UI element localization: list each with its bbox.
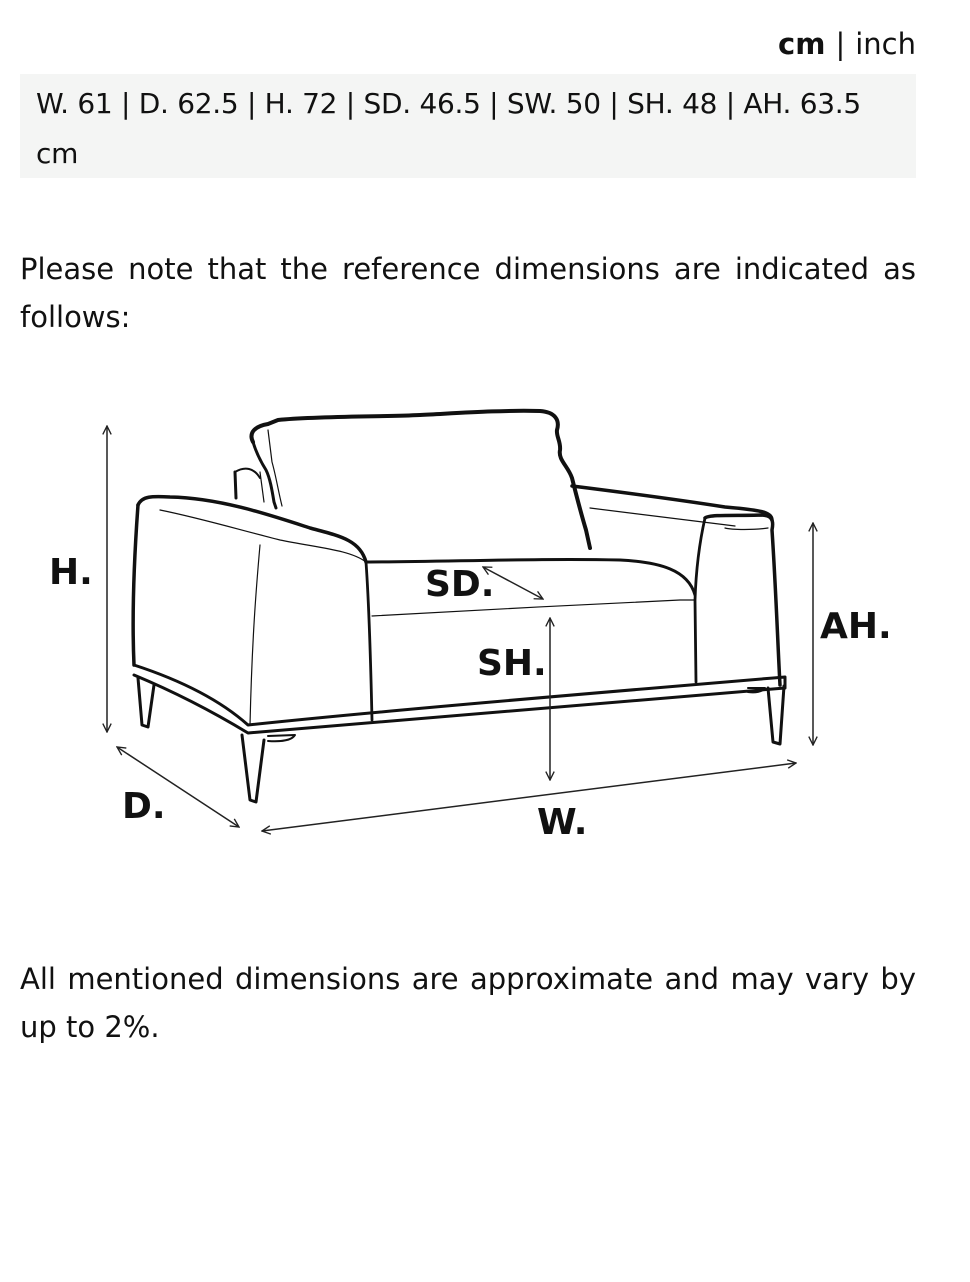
depth-arrow (117, 747, 239, 827)
unit-cm-option[interactable]: cm (778, 27, 826, 61)
label-seat-depth: SD. (425, 564, 495, 605)
dimensions-text: W. 61 | D. 62.5 | H. 72 | SD. 46.5 | SW.… (36, 87, 861, 170)
seat-depth-arrow (483, 567, 543, 599)
label-depth: D. (122, 786, 166, 827)
approximation-note: All mentioned dimensions are approximate… (20, 962, 916, 1044)
unit-inch-option[interactable]: inch (855, 27, 916, 61)
unit-toggle: cm | inch (778, 24, 916, 64)
label-width: W. (537, 802, 587, 843)
reference-note: Please note that the reference dimension… (20, 252, 916, 334)
label-arm-height: AH. (820, 606, 892, 647)
armchair-icon (131, 408, 787, 804)
label-height: H. (49, 552, 93, 593)
armchair-dimension-diagram: H. SD. AH. SH. D. W. (49, 408, 892, 843)
label-seat-height: SH. (477, 643, 547, 684)
dimension-arrows (107, 426, 813, 831)
unit-separator: | (835, 27, 846, 61)
width-arrow (262, 763, 796, 831)
dimensions-summary: W. 61 | D. 62.5 | H. 72 | SD. 46.5 | SW.… (20, 74, 916, 178)
